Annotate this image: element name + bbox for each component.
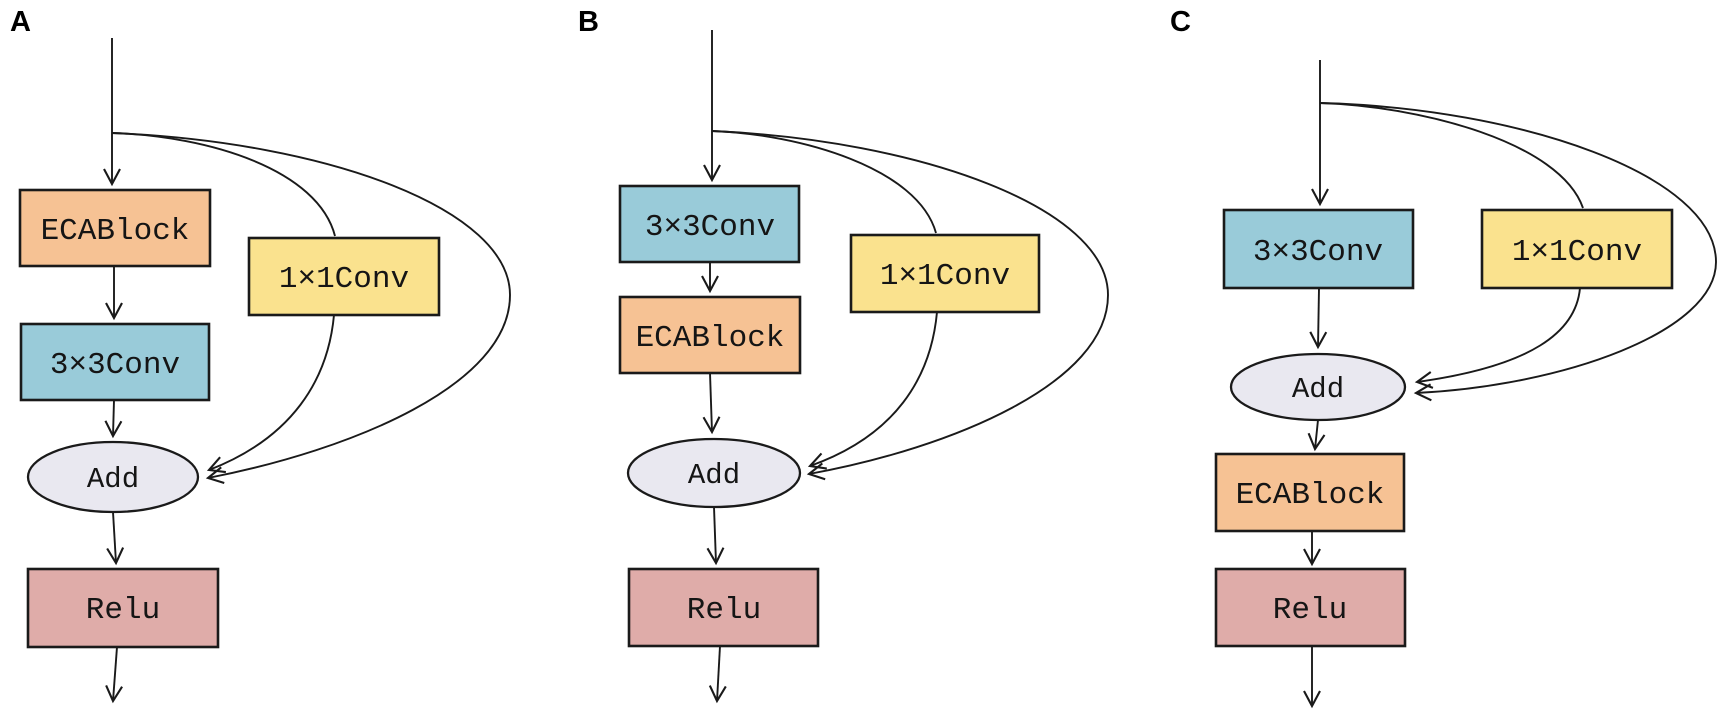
flow-arrow-c2 — [1307, 419, 1326, 452]
conv1-label-c: 1×1Conv — [1512, 235, 1642, 270]
output-arrow-b — [708, 645, 727, 704]
flow-arrow-b3 — [706, 506, 725, 566]
branch-to-conv1-c — [1319, 102, 1584, 209]
panel-a-label: A — [10, 6, 31, 38]
conv1-to-add-a — [206, 314, 335, 474]
add-ellipse-a — [26, 440, 200, 514]
conv1-label-a: 1×1Conv — [279, 262, 409, 297]
conv3-box-b — [618, 184, 801, 264]
relu-label-a: Relu — [86, 593, 160, 628]
add-ellipse-b — [626, 437, 802, 509]
conv3-label-b: 3×3Conv — [645, 210, 775, 245]
panel-a: A ECABlock 3×3Conv 1×1Conv Add Relu — [10, 6, 511, 704]
flow-arrow-a3 — [106, 511, 125, 566]
skip-curve-c — [1319, 102, 1717, 402]
conv1-box-c — [1480, 208, 1674, 290]
add-label-c: Add — [1292, 373, 1344, 406]
panel-b-label: B — [578, 6, 599, 38]
conv1-box-b — [849, 233, 1041, 314]
panel-c: C 3×3Conv 1×1Conv Add ECABlock Relu — [1170, 6, 1717, 709]
output-arrow-a — [105, 646, 123, 704]
flow-arrow-c1 — [1309, 287, 1328, 350]
ecablock-box-a — [18, 188, 212, 268]
ecablock-label-b: ECABlock — [636, 321, 785, 356]
relu-box-b — [627, 567, 820, 648]
ecablock-box-c — [1214, 452, 1406, 533]
panel-c-label: C — [1170, 6, 1191, 38]
relu-label-c: Relu — [1273, 593, 1347, 628]
add-label-b: Add — [688, 459, 740, 492]
ecablock-label-a: ECABlock — [41, 214, 190, 249]
relu-box-c — [1214, 567, 1407, 648]
panel-b: B 3×3Conv ECABlock 1×1Conv Add Relu — [578, 6, 1109, 704]
conv3-label-c: 3×3Conv — [1253, 235, 1383, 270]
conv1-to-add-b — [807, 311, 938, 470]
ecablock-label-c: ECABlock — [1236, 478, 1385, 513]
flow-arrow-b2 — [702, 372, 721, 435]
flow-arrow-a2 — [104, 399, 123, 439]
conv1-label-b: 1×1Conv — [880, 259, 1010, 294]
skip-curve-b — [711, 130, 1109, 481]
add-label-a: Add — [87, 463, 139, 496]
conv3-box-a — [19, 322, 211, 402]
ecablock-box-b — [618, 295, 802, 375]
add-ellipse-c — [1229, 352, 1407, 422]
conv1-box-a — [247, 236, 441, 317]
conv3-label-a: 3×3Conv — [50, 348, 180, 383]
relu-box-a — [26, 567, 220, 649]
conv1-to-add-c — [1414, 287, 1581, 389]
relu-label-b: Relu — [687, 593, 761, 628]
skip-curve-a — [111, 132, 511, 484]
conv3-box-c — [1222, 208, 1415, 290]
